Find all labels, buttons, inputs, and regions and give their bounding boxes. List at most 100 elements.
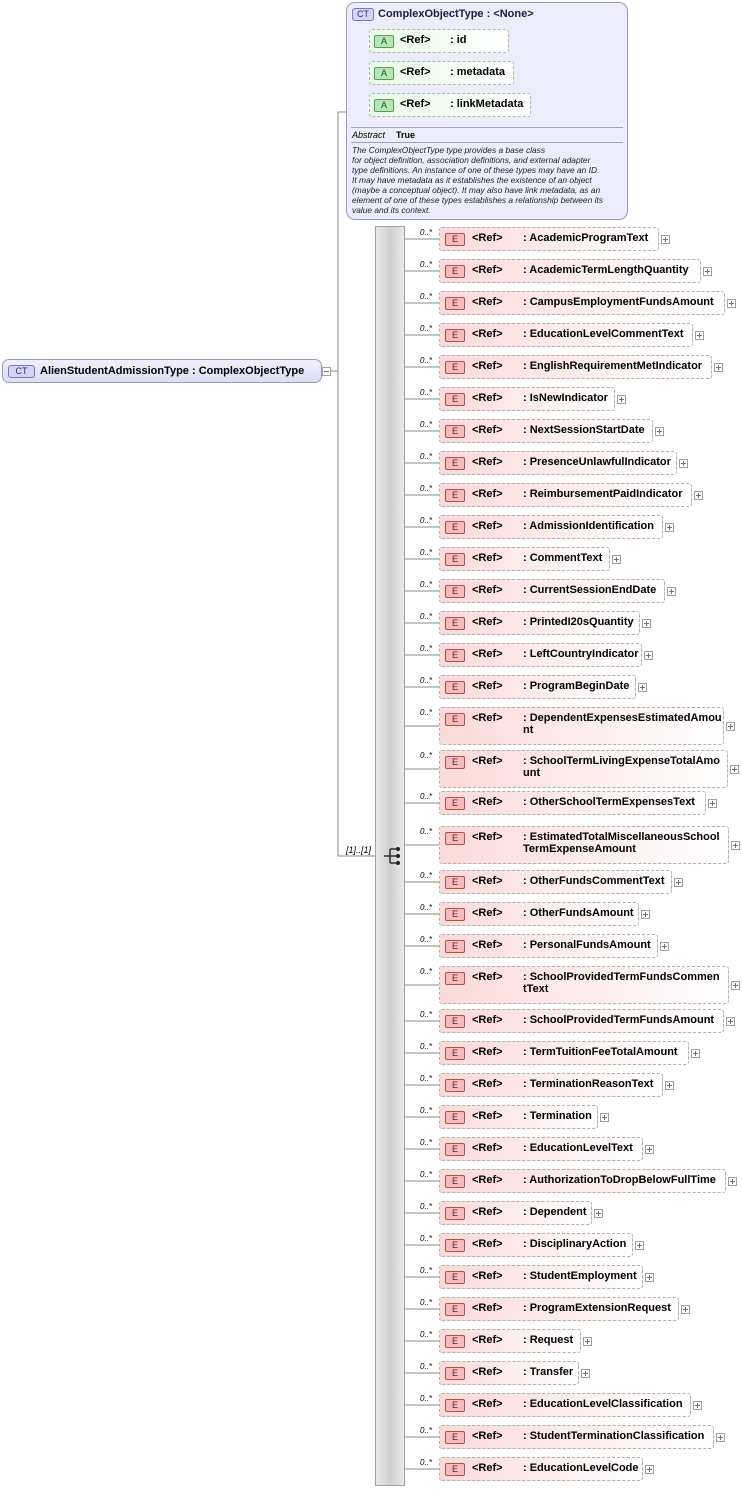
element-cardinality: 0..* (420, 1426, 433, 1435)
element-box[interactable]: E<Ref>: DependentExpensesEstimatedAmount (439, 707, 724, 745)
expand-toggle[interactable] (645, 1465, 654, 1474)
attribute-metadata[interactable]: A <Ref> : metadata (369, 61, 514, 85)
element-box[interactable]: E<Ref>: OtherSchoolTermExpensesText (439, 791, 706, 815)
element-box[interactable]: E<Ref>: PresenceUnlawfulIndicator (439, 451, 677, 475)
expand-toggle[interactable] (665, 523, 674, 532)
element-ref: <Ref> (472, 680, 503, 692)
element-ref: <Ref> (472, 796, 503, 808)
expand-toggle[interactable] (714, 363, 723, 372)
element-box[interactable]: E<Ref>: AuthorizationToDropBelowFullTime (439, 1169, 726, 1193)
expand-toggle[interactable] (644, 651, 653, 660)
expand-toggle[interactable] (635, 1241, 644, 1250)
expand-toggle[interactable] (660, 942, 669, 951)
expand-toggle[interactable] (642, 619, 651, 628)
element-box[interactable]: E<Ref>: AcademicProgramText (439, 227, 659, 251)
element-box[interactable]: E<Ref>: OtherFundsAmount (439, 902, 639, 926)
expand-toggle[interactable] (674, 878, 683, 887)
element-box[interactable]: E<Ref>: EducationLevelClassification (439, 1393, 691, 1417)
expand-toggle[interactable] (665, 1081, 674, 1090)
expand-toggle[interactable] (730, 765, 739, 774)
expand-toggle[interactable] (612, 555, 621, 564)
element-box[interactable]: E<Ref>: TerminationReasonText (439, 1073, 663, 1097)
expand-toggle[interactable] (695, 331, 704, 340)
element-name: : OtherFundsAmount (523, 907, 634, 919)
expand-toggle[interactable] (681, 1305, 690, 1314)
element-box[interactable]: E<Ref>: NextSessionStartDate (439, 419, 653, 443)
expand-toggle[interactable] (581, 1369, 590, 1378)
element-box[interactable]: E<Ref>: StudentTerminationClassification (439, 1425, 714, 1449)
expand-toggle[interactable] (661, 235, 670, 244)
expand-toggle[interactable] (694, 491, 703, 500)
element-box[interactable]: E<Ref>: DisciplinaryAction (439, 1233, 633, 1257)
element-ref: <Ref> (472, 1238, 503, 1250)
element-box[interactable]: E<Ref>: EstimatedTotalMiscellaneousSchoo… (439, 826, 729, 864)
expand-toggle[interactable] (667, 587, 676, 596)
element-box[interactable]: E<Ref>: Dependent (439, 1201, 592, 1225)
expand-toggle[interactable] (600, 1113, 609, 1122)
expand-toggle[interactable] (708, 799, 717, 808)
element-box[interactable]: E<Ref>: IsNewIndicator (439, 387, 615, 411)
element-box[interactable]: E<Ref>: AdmissionIdentification (439, 515, 663, 539)
expand-toggle[interactable] (645, 1145, 654, 1154)
element-icon: E (445, 1111, 465, 1124)
element-box[interactable]: E<Ref>: ReimbursementPaidIndicator (439, 483, 692, 507)
element-name: : StudentEmployment (523, 1270, 637, 1282)
element-box[interactable]: E<Ref>: Transfer (439, 1361, 579, 1385)
element-box[interactable]: E<Ref>: EducationLevelCode (439, 1457, 643, 1481)
expand-toggle[interactable] (638, 683, 647, 692)
sequence-icon[interactable] (383, 846, 401, 866)
expand-toggle[interactable] (727, 299, 736, 308)
element-box[interactable]: E<Ref>: EnglishRequirementMetIndicator (439, 355, 712, 379)
element-cardinality: 0..* (420, 1138, 433, 1147)
attribute-linkmetadata[interactable]: A <Ref> : linkMetadata (369, 93, 531, 117)
element-box[interactable]: E<Ref>: PrintedI20sQuantity (439, 611, 640, 635)
element-cardinality: 0..* (420, 708, 433, 717)
expand-toggle[interactable] (726, 1017, 735, 1026)
expand-toggle[interactable] (583, 1337, 592, 1346)
expand-toggle[interactable] (679, 459, 688, 468)
expand-toggle[interactable] (693, 1401, 702, 1410)
element-box[interactable]: E<Ref>: LeftCountryIndicator (439, 643, 642, 667)
element-box[interactable]: E<Ref>: EducationLevelText (439, 1137, 643, 1161)
element-box[interactable]: E<Ref>: ProgramExtensionRequest (439, 1297, 679, 1321)
element-box[interactable]: E<Ref>: SchoolProvidedTermFundsCommentTe… (439, 966, 729, 1004)
element-name: : OtherFundsCommentText (523, 875, 665, 887)
base-type-box[interactable]: CT ComplexObjectType : <None> A <Ref> : … (346, 2, 628, 220)
element-cardinality: 0..* (420, 1266, 433, 1275)
element-box[interactable]: E<Ref>: CurrentSessionEndDate (439, 579, 665, 603)
element-box[interactable]: E<Ref>: ProgramBeginDate (439, 675, 636, 699)
expand-toggle[interactable] (645, 1273, 654, 1282)
expand-toggle[interactable] (691, 1049, 700, 1058)
element-name: : PersonalFundsAmount (523, 939, 651, 951)
element-box[interactable]: E<Ref>: PersonalFundsAmount (439, 934, 658, 958)
element-box[interactable]: E<Ref>: StudentEmployment (439, 1265, 643, 1289)
collapse-toggle[interactable] (322, 367, 331, 376)
element-box[interactable]: E<Ref>: SchoolTermLivingExpenseTotalAmou… (439, 750, 728, 788)
attribute-id[interactable]: A <Ref> : id (369, 29, 509, 53)
expand-toggle[interactable] (594, 1209, 603, 1218)
element-icon: E (445, 1463, 465, 1476)
element-cardinality: 0..* (420, 484, 433, 493)
expand-toggle[interactable] (731, 841, 740, 850)
element-box[interactable]: E<Ref>: CommentText (439, 547, 610, 571)
expand-toggle[interactable] (728, 1177, 737, 1186)
element-box[interactable]: E<Ref>: AcademicTermLengthQuantity (439, 259, 701, 283)
element-cardinality: 0..* (420, 1362, 433, 1371)
expand-toggle[interactable] (617, 395, 626, 404)
element-cardinality: 0..* (420, 644, 433, 653)
element-icon: E (445, 489, 465, 502)
expand-toggle[interactable] (726, 722, 735, 731)
expand-toggle[interactable] (731, 981, 740, 990)
expand-toggle[interactable] (655, 427, 664, 436)
element-box[interactable]: E<Ref>: OtherFundsCommentText (439, 870, 672, 894)
element-box[interactable]: E<Ref>: SchoolProvidedTermFundsAmount (439, 1009, 724, 1033)
expand-toggle[interactable] (716, 1433, 725, 1442)
root-type-box[interactable]: CT AlienStudentAdmissionType : ComplexOb… (2, 359, 322, 383)
element-box[interactable]: E<Ref>: CampusEmploymentFundsAmount (439, 291, 725, 315)
element-box[interactable]: E<Ref>: Termination (439, 1105, 598, 1129)
expand-toggle[interactable] (703, 267, 712, 276)
expand-toggle[interactable] (641, 910, 650, 919)
element-box[interactable]: E<Ref>: EducationLevelCommentText (439, 323, 693, 347)
element-box[interactable]: E<Ref>: Request (439, 1329, 581, 1353)
element-box[interactable]: E<Ref>: TermTuitionFeeTotalAmount (439, 1041, 689, 1065)
